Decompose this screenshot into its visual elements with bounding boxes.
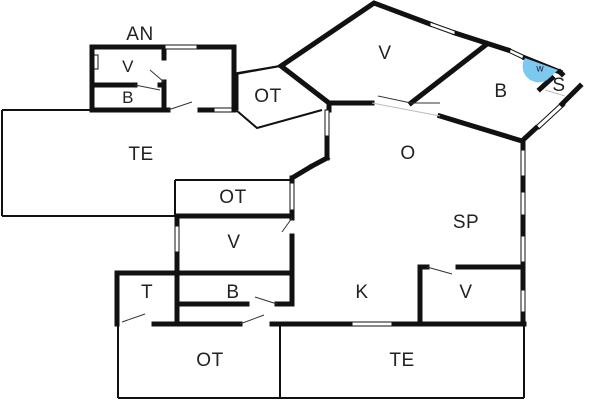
room-label-b-an: B [122,88,134,107]
room-label-ot-bottom: OT [196,350,224,371]
room-label-v-mid: V [227,232,241,253]
room-label-v-top: V [378,43,392,64]
room-label-s-top: S [552,75,566,96]
room-label-b-top: B [494,81,508,102]
room-label-te-left: TE [128,144,154,165]
room-label-o: O [400,143,416,164]
room-label-te-bottom: TE [389,350,415,371]
room-label-ot-top: OT [254,86,282,107]
room-label-b-mid: B [226,282,240,303]
room-label-ot-mid: OT [219,187,247,208]
room-label-v-an: V [122,57,134,76]
room-label-v-right: V [459,282,473,303]
room-label-k: K [355,282,369,303]
washer-label: w [536,63,544,75]
room-label-sp: SP [452,212,480,233]
room-label-an: AN [126,24,154,45]
room-label-t: T [140,282,154,303]
